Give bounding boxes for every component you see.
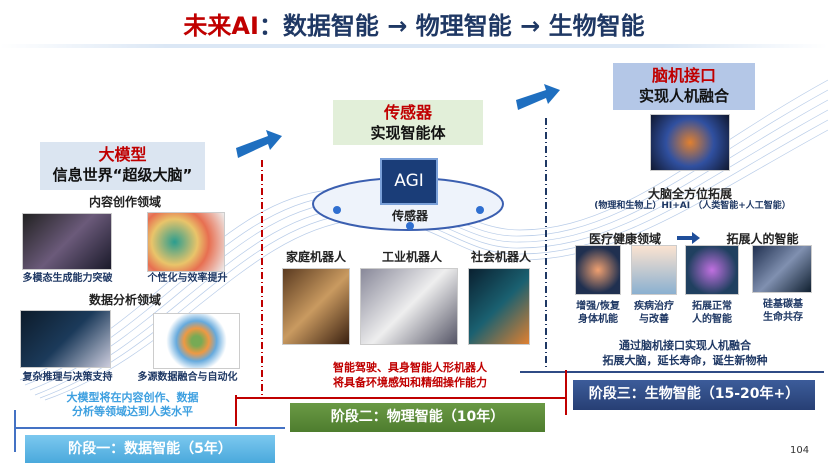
- stage3-label: 阶段三：生物智能（15-20年+）: [573, 380, 815, 410]
- trend-arrow-1: [236, 130, 282, 158]
- page-number: 104: [790, 445, 810, 456]
- stage2-label: 阶段二：物理智能（10年）: [290, 403, 545, 432]
- title-divider: [0, 44, 828, 48]
- large-model-box: 大模型 信息世界“超级大脑”: [40, 142, 205, 190]
- image-extend: [685, 245, 739, 295]
- image-treatment: [631, 245, 677, 295]
- image-multimodal: [22, 213, 112, 270]
- image-social-robot: [468, 268, 530, 345]
- image-personalization: [147, 212, 225, 272]
- trend-arrow-2: [516, 84, 560, 110]
- stage1-label: 阶段一：数据智能（5年）: [25, 435, 275, 463]
- image-data-fusion: [153, 313, 240, 369]
- section-title: 数据分析领域: [88, 293, 161, 307]
- image-industrial-robot: [360, 268, 458, 345]
- section-title: 内容创作领域: [88, 195, 161, 209]
- agi-chip-icon: AGI: [380, 158, 438, 205]
- arrow-icon: [677, 232, 700, 244]
- image-home-robot: [282, 268, 350, 345]
- image-brain: [650, 114, 730, 171]
- page-title: 未来AI：数据智能 → 物理智能 → 生物智能: [183, 12, 645, 40]
- image-reasoning: [20, 310, 111, 368]
- bci-box: 脑机接口 实现人机融合: [613, 63, 755, 110]
- image-coexist: [752, 245, 812, 293]
- sensor-box: 传感器 实现智能体: [333, 100, 483, 145]
- image-enhance: [575, 245, 621, 295]
